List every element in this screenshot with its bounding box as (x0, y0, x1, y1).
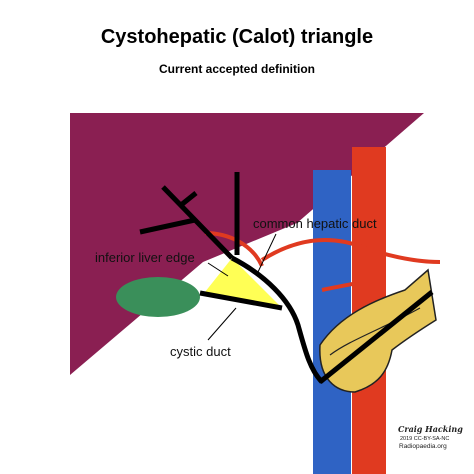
label-common-hepatic-duct: common hepatic duct (253, 216, 377, 231)
artery-branch-upper (260, 238, 441, 264)
pointer-common-hepatic-duct (257, 233, 277, 273)
pointer-inferior-liver-edge (207, 262, 229, 277)
right-hepatic-duct (161, 185, 234, 260)
diagram-subtitle: Current accepted definition (158, 62, 316, 76)
diagram-title: Cystohepatic (Calot) triangle (100, 26, 374, 48)
credit-license: 2019 CC-BY-SA-NC (400, 436, 449, 442)
pancreatic-duct-junction (318, 290, 434, 384)
duct-branch-upper (179, 191, 198, 207)
label-cystic-duct: cystic duct (170, 344, 231, 359)
duct-branch-lower (139, 217, 196, 235)
credit-site: Radiopaedia.org (399, 443, 447, 450)
gallbladder (116, 277, 200, 317)
cystic-duct (199, 290, 283, 311)
label-inferior-liver-edge: inferior liver edge (95, 250, 195, 265)
credit-author: Craig Hacking (398, 424, 463, 434)
common-bile-duct (230, 255, 324, 384)
pointer-cystic-duct (207, 307, 237, 341)
artery-branch-lower (321, 276, 386, 292)
